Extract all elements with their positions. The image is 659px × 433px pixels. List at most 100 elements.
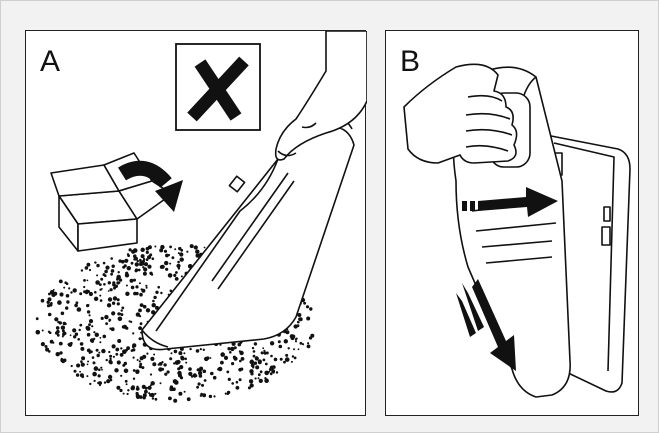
debris-particle <box>142 266 144 268</box>
debris-particle <box>73 288 77 292</box>
debris-particle <box>210 372 214 376</box>
panel-letter-b: B <box>400 45 420 78</box>
debris-particle <box>139 315 141 317</box>
debris-particle <box>115 353 118 356</box>
debris-particle <box>225 393 227 395</box>
debris-particle <box>306 317 310 321</box>
debris-particle <box>186 251 188 253</box>
debris-particle <box>169 246 172 249</box>
debris-particle <box>112 265 115 268</box>
debris-particle <box>141 366 144 369</box>
debris-particle <box>209 395 212 398</box>
debris-particle <box>109 358 111 360</box>
debris-particle <box>96 274 98 276</box>
debris-particle <box>117 302 120 305</box>
debris-particle <box>285 357 290 362</box>
debris-particle <box>62 330 65 333</box>
debris-particle <box>87 310 90 313</box>
debris-particle <box>48 350 51 353</box>
debris-particle <box>179 252 183 256</box>
debris-particle <box>139 337 142 340</box>
debris-particle <box>272 365 276 369</box>
debris-particle <box>124 259 128 263</box>
debris-particle <box>63 287 65 289</box>
debris-particle <box>118 317 123 322</box>
debris-particle <box>276 371 278 373</box>
debris-particle <box>296 338 298 340</box>
debris-particle <box>85 266 89 270</box>
debris-particle <box>77 338 80 341</box>
debris-particle <box>117 312 120 315</box>
panel-b: B <box>385 30 639 416</box>
debris-particle <box>239 350 241 352</box>
debris-particle <box>92 372 97 377</box>
debris-particle <box>117 339 121 343</box>
debris-particle <box>113 356 115 358</box>
panel-b-illustration: B <box>386 31 640 417</box>
debris-particle <box>132 332 134 334</box>
debris-particle <box>99 283 102 286</box>
debris-particle <box>294 357 297 360</box>
debris-particle <box>146 287 148 289</box>
debris-particle <box>91 325 93 327</box>
debris-particle <box>173 379 178 384</box>
debris-particle <box>99 341 101 343</box>
debris-particle <box>137 395 139 397</box>
debris-particle <box>109 328 111 330</box>
debris-particle <box>49 303 52 306</box>
debris-particle <box>100 299 103 302</box>
debris-particle <box>48 313 52 317</box>
debris-particle <box>204 357 208 361</box>
debris-particle <box>144 390 148 394</box>
debris-particle <box>127 266 131 270</box>
debris-particle <box>196 386 199 389</box>
debris-particle <box>302 343 304 345</box>
debris-particle <box>204 379 207 382</box>
debris-particle <box>52 342 54 344</box>
debris-particle <box>155 291 158 294</box>
debris-particle <box>135 262 139 266</box>
debris-particle <box>147 255 151 259</box>
debris-particle <box>85 291 88 294</box>
debris-particle <box>173 274 176 277</box>
debris-particle <box>135 369 139 373</box>
debris-particle <box>127 254 130 257</box>
debris-particle <box>100 278 103 281</box>
debris-particle <box>188 367 192 371</box>
debris-particle <box>157 286 160 289</box>
debris-particle <box>87 364 89 366</box>
debris-particle <box>151 381 155 385</box>
debris-particle <box>180 257 184 261</box>
debris-particle <box>258 373 261 376</box>
debris-particle <box>285 330 289 334</box>
debris-particle <box>168 273 173 278</box>
debris-particle <box>297 313 301 317</box>
debris-particle <box>173 362 175 364</box>
debris-particle <box>187 397 191 401</box>
debris-particle <box>239 378 242 381</box>
debris-particle <box>116 281 119 284</box>
debris-particle <box>197 368 200 371</box>
debris-particle <box>200 348 202 350</box>
debris-particle <box>131 349 134 352</box>
debris-particle <box>108 290 110 292</box>
debris-particle <box>76 373 79 376</box>
debris-particle <box>101 317 104 320</box>
debris-particle <box>138 269 141 272</box>
debris-particle <box>110 257 113 260</box>
debris-particle <box>183 352 185 354</box>
debris-particle <box>213 376 217 380</box>
debris-particle <box>169 263 171 265</box>
debris-particle <box>178 392 182 396</box>
debris-particle <box>249 379 253 383</box>
debris-particle <box>153 354 155 356</box>
debris-particle <box>56 319 58 321</box>
debris-particle <box>270 355 273 358</box>
debris-particle <box>80 342 84 346</box>
debris-particle <box>98 374 101 377</box>
debris-particle <box>196 349 200 353</box>
debris-particle <box>94 291 97 294</box>
debris-particle <box>121 260 125 264</box>
debris-particle <box>137 359 139 361</box>
debris-particle <box>108 375 112 379</box>
